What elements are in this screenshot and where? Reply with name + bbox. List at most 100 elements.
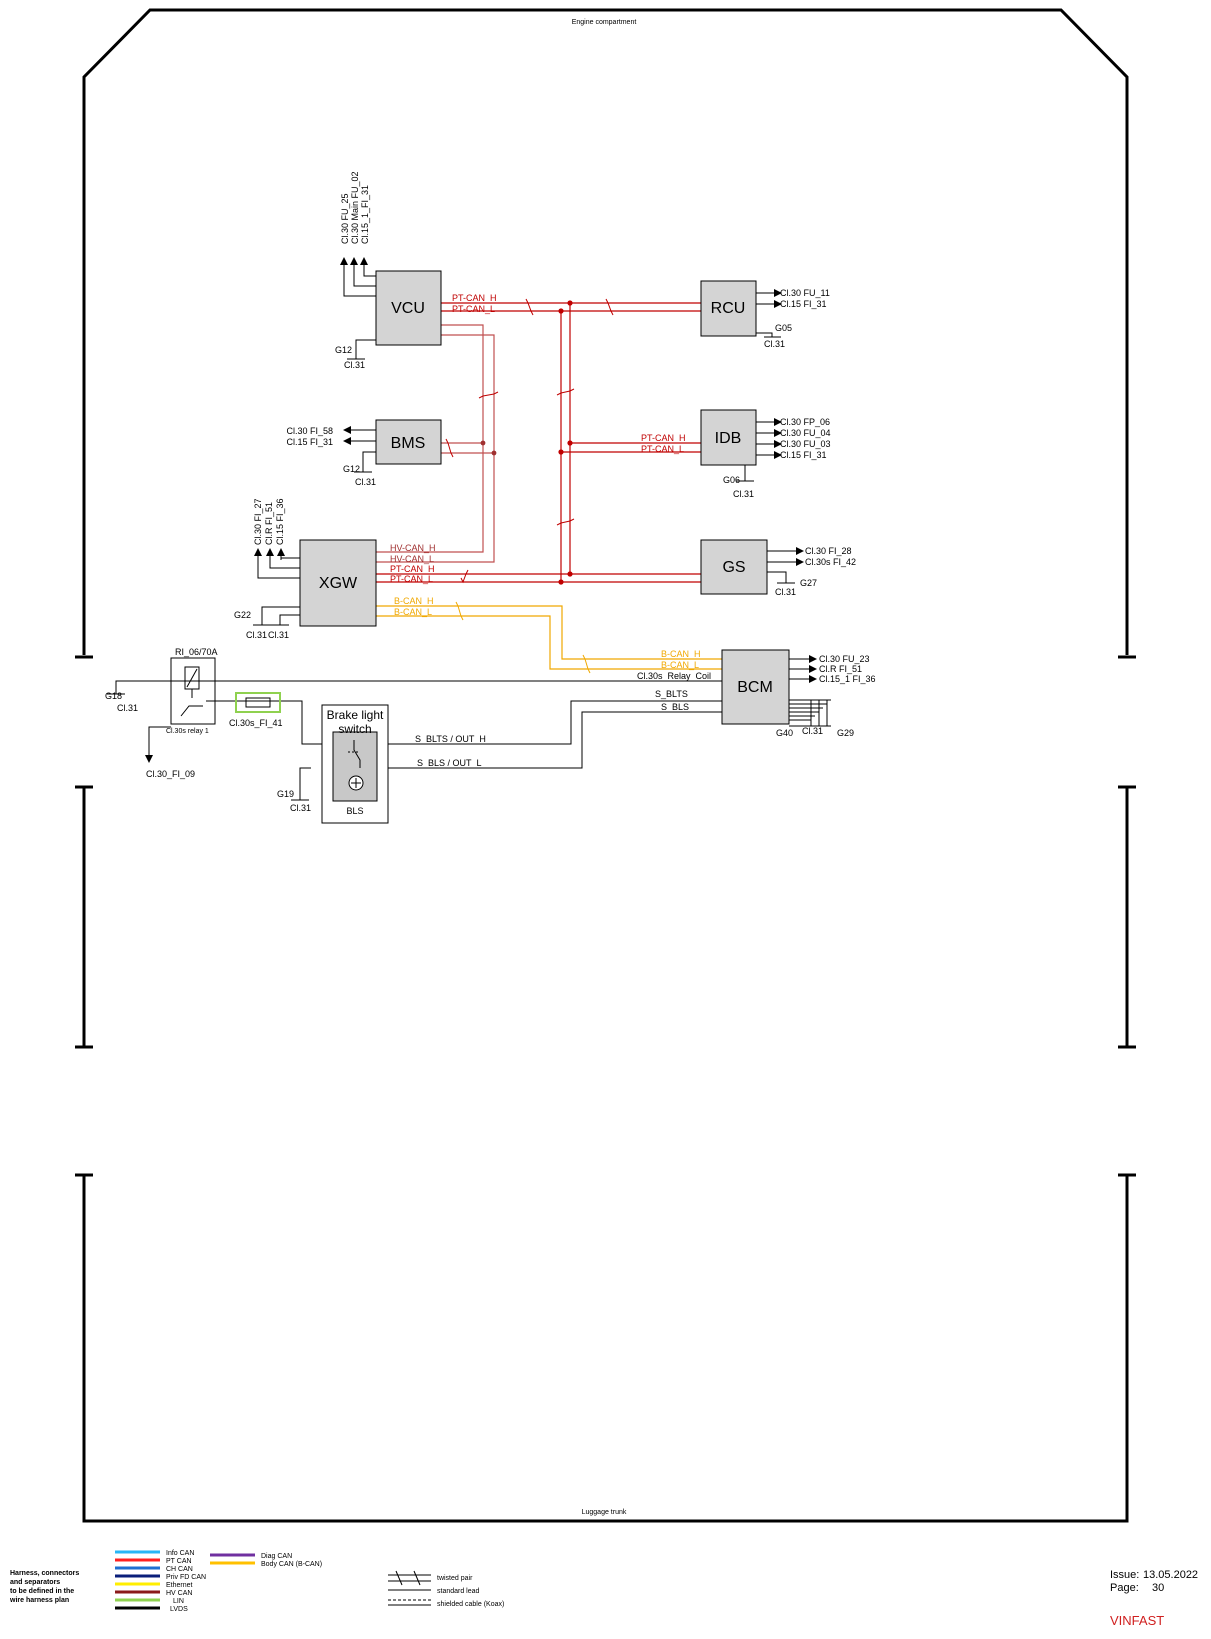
bms-module[interactable]: BMS (375, 419, 442, 465)
xgw-b-can-h-label: B-CAN_H (394, 596, 434, 606)
s-bls-out-label: S_BLS / OUT_L (417, 758, 482, 768)
bcm-ground-g2: G29 (837, 728, 854, 738)
brake-switch-title-2: switch (338, 722, 371, 736)
xgw-ground-cl1: Cl.31 (246, 630, 267, 640)
gs-pin-0: Cl.30 FI_28 (805, 546, 852, 556)
legend-twisted-pair-symbol (388, 1570, 431, 1586)
brake-ground-g: G19 (277, 789, 294, 799)
gs-module[interactable]: GS (700, 539, 768, 595)
bms-pin-1: Cl.15 FI_31 (286, 437, 333, 447)
pt-can-wiring (376, 302, 701, 583)
fuse-fi-41[interactable] (235, 692, 281, 713)
idb-pt-can-l-label: PT-CAN_L (641, 444, 684, 454)
idb-pin-0: Cl.30 FP_06 (780, 417, 830, 427)
bcm-pin-2: Cl.15_1 FI_36 (819, 674, 876, 684)
page-label: Page: (1110, 1582, 1139, 1594)
vcu-module[interactable]: VCU (375, 270, 442, 346)
legend-bus-4: Ethernet (166, 1582, 193, 1589)
vehicle-frame (75, 8, 1136, 1523)
vcu-pin-1: Cl.30 Main FU_02 (350, 171, 360, 244)
rcu-ground-cl: Cl.31 (764, 339, 785, 349)
vcu-pin-0: Cl.30 FU_25 (340, 193, 350, 244)
legend-bus-8: Diag CAN (261, 1553, 292, 1560)
supply-arrows (145, 257, 817, 763)
issue-value: 13.05.2022 (1143, 1569, 1198, 1581)
bls-label: BLS (346, 806, 363, 816)
legend-line-0: twisted pair (437, 1575, 473, 1582)
bcm-module[interactable]: BCM (721, 649, 790, 725)
xgw-hv-can-h-label: HV-CAN_H (390, 543, 436, 553)
relay-ri-06[interactable] (170, 657, 216, 725)
legend-note-1: and separators (10, 1579, 60, 1586)
idb-label: IDB (715, 430, 742, 447)
bms-label: BMS (391, 435, 426, 452)
xgw-ground-cl2: Cl.31 (268, 630, 289, 640)
xgw-pin-2: Cl.15 FI_36 (275, 498, 285, 545)
page-value: 30 (1152, 1582, 1164, 1594)
b-can-wiring (376, 605, 722, 670)
relay-name: RI_06/70A (175, 647, 218, 657)
pt-can-junctions (558, 300, 573, 585)
vcu-pt-can-h-label: PT-CAN_H (452, 293, 497, 303)
legend-bus-3: Priv FD CAN (166, 1574, 206, 1581)
bms-pin-0: Cl.30 FI_58 (286, 426, 333, 436)
relay-ground-g: G18 (105, 691, 122, 701)
brake-switch-title-1: Brake light (327, 708, 384, 722)
bms-ground-g: G12 (343, 464, 360, 474)
gs-ground-cl: Cl.31 (775, 587, 796, 597)
legend-line-1: standard lead (437, 1588, 480, 1595)
legend-bus-1: PT CAN (166, 1558, 192, 1565)
legend-note-2: to be defined in the (10, 1588, 74, 1595)
idb-ground-g: G06 (723, 475, 740, 485)
xgw-hv-can-l-label: HV-CAN_L (390, 554, 434, 564)
bcm-ground-cl: Cl.31 (802, 726, 823, 736)
legend-note-3: wire harness plan (9, 1597, 69, 1604)
relay-sub: Cl.30s relay 1 (166, 728, 209, 735)
rcu-module[interactable]: RCU (700, 280, 757, 337)
legend-bus-9: Body CAN (B-CAN) (261, 1561, 322, 1568)
issue-label: Issue: (1110, 1569, 1139, 1581)
legend-note-0: Harness, connectors (10, 1570, 79, 1577)
bcm-b-can-h-label: B-CAN_H (661, 649, 701, 659)
legend-bus-6: LIN (173, 1598, 184, 1605)
legend-bus-0: Info CAN (166, 1550, 194, 1557)
idb-pin-1: Cl.30 FU_04 (780, 428, 831, 438)
frame-bottom-label: Luggage trunk (582, 1509, 627, 1516)
gs-label: GS (722, 559, 745, 576)
legend: Harness, connectors and separators to be… (9, 1550, 504, 1613)
idb-module[interactable]: IDB (700, 409, 757, 466)
brake-light-switch[interactable] (321, 704, 389, 824)
vcu-label: VCU (391, 300, 425, 317)
xgw-module[interactable]: XGW (299, 539, 377, 627)
rcu-label: RCU (711, 300, 746, 317)
bms-ground-cl: Cl.31 (355, 477, 376, 487)
bcm-ground-g1: G40 (776, 728, 793, 738)
xgw-pin-0: Cl.30 FI_27 (253, 498, 263, 545)
idb-pin-3: Cl.15 FI_31 (780, 450, 827, 460)
fuse-label: Cl.30s_FI_41 (229, 718, 283, 728)
vcu-ground-cl: Cl.31 (344, 360, 365, 370)
relay-coil-label: Cl.30s_Relay_Coil (637, 671, 711, 681)
s-blts-label: S_BLTS (655, 689, 688, 699)
vcu-pt-can-l-label: PT-CAN_L (452, 304, 495, 314)
vcu-pin-2: Cl.15_1_FI_31 (360, 185, 370, 244)
twisted-pair-markers (445, 298, 614, 584)
rcu-pin-1: Cl.15 FI_31 (780, 299, 827, 309)
bcm-label: BCM (737, 679, 773, 696)
xgw-label: XGW (319, 575, 358, 592)
vcu-ground-g: G12 (335, 345, 352, 355)
xgw-ground-g: G22 (234, 610, 251, 620)
frame-top-label: Engine compartment (572, 19, 637, 26)
relay-ground-cl: Cl.31 (117, 703, 138, 713)
legend-shielded-cable-symbol (388, 1599, 431, 1606)
hv-can-junctions (480, 440, 497, 456)
legend-line-2: shielded cable (Koax) (437, 1601, 504, 1608)
rcu-pin-0: Cl.30 FU_11 (780, 288, 830, 298)
b-can-twisted-markers (455, 601, 591, 674)
brake-ground-cl: Cl.31 (290, 803, 311, 813)
idb-ground-cl: Cl.31 (733, 489, 754, 499)
legend-bus-5: HV CAN (166, 1590, 192, 1597)
rcu-ground-g: G05 (775, 323, 792, 333)
xgw-pt-can-l-label: PT-CAN_L (390, 574, 433, 584)
